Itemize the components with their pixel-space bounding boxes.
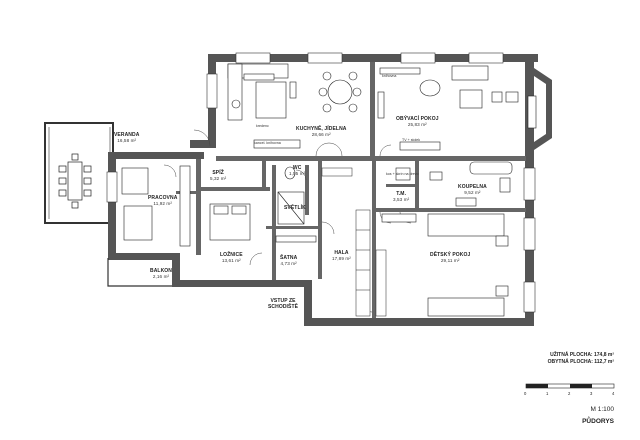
balkon-outline	[107, 258, 172, 287]
room-name: SPÍŽ	[212, 170, 224, 176]
room-name: T.M.	[396, 191, 407, 197]
room-label-balkon: BALKON 2,16 m²	[150, 268, 172, 280]
room-label-svetlik: SVĚTLÍK	[284, 205, 306, 211]
room-name: WC	[292, 165, 302, 171]
room-label-spiz: SPÍŽ 5,32 m²	[210, 170, 226, 182]
note-kadrbx: kos + skrín na drevo	[386, 172, 419, 176]
room-label-veranda: VERANDA 16,58 m²	[114, 132, 139, 144]
room-area: 28,66 m²	[311, 132, 331, 137]
room-label-pracovna: PRACOVNA 11,92 m²	[148, 195, 177, 207]
room-area: 13,61 m²	[221, 258, 241, 263]
room-area: 25,83 m²	[407, 122, 427, 127]
room-area: 11,92 m²	[153, 201, 172, 206]
windows	[106, 52, 536, 313]
room-label-tm: T.M. 3,53 m²	[393, 191, 409, 203]
entrance-line1: VSTUP ZE	[270, 298, 296, 304]
hall-wardrobes	[321, 167, 387, 317]
room-label-hala: HALA 17,89 m²	[332, 250, 351, 262]
room-name: BALKON	[150, 268, 172, 274]
room-name: DĚTSKÝ POKOJ	[430, 252, 471, 258]
area-summary: UŽITNÁ PLOCHA: 174,8 m² OBYTNÁ PLOCHA: 1…	[548, 352, 614, 366]
room-area: 9,52 m²	[464, 190, 481, 195]
note-tvdesk: TV + stolek	[402, 138, 421, 142]
room-name: OBÝVACÍ POKOJ	[396, 116, 439, 122]
kids-furniture	[381, 213, 509, 317]
room-name: SVĚTLÍK	[284, 205, 306, 211]
room-name: LOŽNICE	[220, 252, 243, 258]
room-area: 3,53 m²	[393, 197, 410, 202]
bathroom-furniture	[284, 161, 513, 207]
room-name: PRACOVNA	[148, 195, 178, 201]
plan-title: PŮDORYS	[582, 418, 614, 425]
scale-tick-4: 4	[612, 391, 615, 396]
bedroom-furniture	[121, 165, 317, 247]
scale-tick-3: 3	[590, 391, 593, 396]
scale-tick-2: 2	[568, 391, 571, 396]
scale-bar	[525, 383, 615, 389]
room-label-detsky: DĚTSKÝ POKOJ 29,11 m²	[430, 252, 470, 264]
room-name: VERANDA	[114, 132, 140, 138]
interior-walls	[176, 62, 526, 318]
usable-area: UŽITNÁ PLOCHA: 174,8 m²	[550, 352, 614, 358]
room-label-satna: ŠATNA 4,73 m²	[280, 255, 297, 267]
room-name: KUCHYNĚ, JÍDELNA	[296, 126, 347, 132]
room-name: ŠATNA	[280, 255, 298, 261]
room-area: 1,55 m²	[289, 171, 306, 176]
room-name: KOUPELNA	[458, 184, 487, 190]
room-area: 16,58 m²	[117, 138, 137, 143]
kitchen-furniture	[227, 63, 362, 149]
room-label-koupelna: KOUPELNA 9,52 m²	[458, 184, 487, 196]
room-label-kuchyne: KUCHYNĚ, JÍDELNA 28,66 m²	[296, 126, 347, 138]
entrance-label: VSTUP ZE SCHODIŠTĚ	[268, 298, 298, 310]
room-area: 17,89 m²	[332, 256, 351, 261]
room-label-wc: WC 1,55 m²	[289, 165, 305, 177]
room-area: 5,32 m²	[210, 176, 227, 181]
room-label-loznice: LOŽNICE 13,61 m²	[220, 252, 243, 264]
veranda-dining-table	[58, 153, 92, 209]
room-area: 29,11 m²	[440, 258, 460, 263]
room-name: HALA	[334, 250, 349, 256]
living-furniture	[377, 65, 537, 151]
scale-tick-1: 1	[546, 391, 549, 396]
room-label-obyvaci: OBÝVACÍ POKOJ 25,83 m²	[396, 116, 439, 128]
room-area: 2,16 m²	[152, 274, 170, 279]
note-knihovna: knihovna	[382, 74, 397, 78]
scale-tick-0: 0	[524, 391, 527, 396]
note-kredenc: kredenc	[256, 124, 269, 128]
room-area: 4,73 m²	[280, 261, 297, 266]
scale-ratio: M 1:100	[590, 406, 615, 413]
entrance-line2: SCHODIŠTĚ	[268, 304, 299, 310]
note-kancel: kancel. knihovna	[254, 141, 281, 145]
living-area: OBYTNÁ PLOCHA: 112,7 m²	[547, 359, 614, 365]
